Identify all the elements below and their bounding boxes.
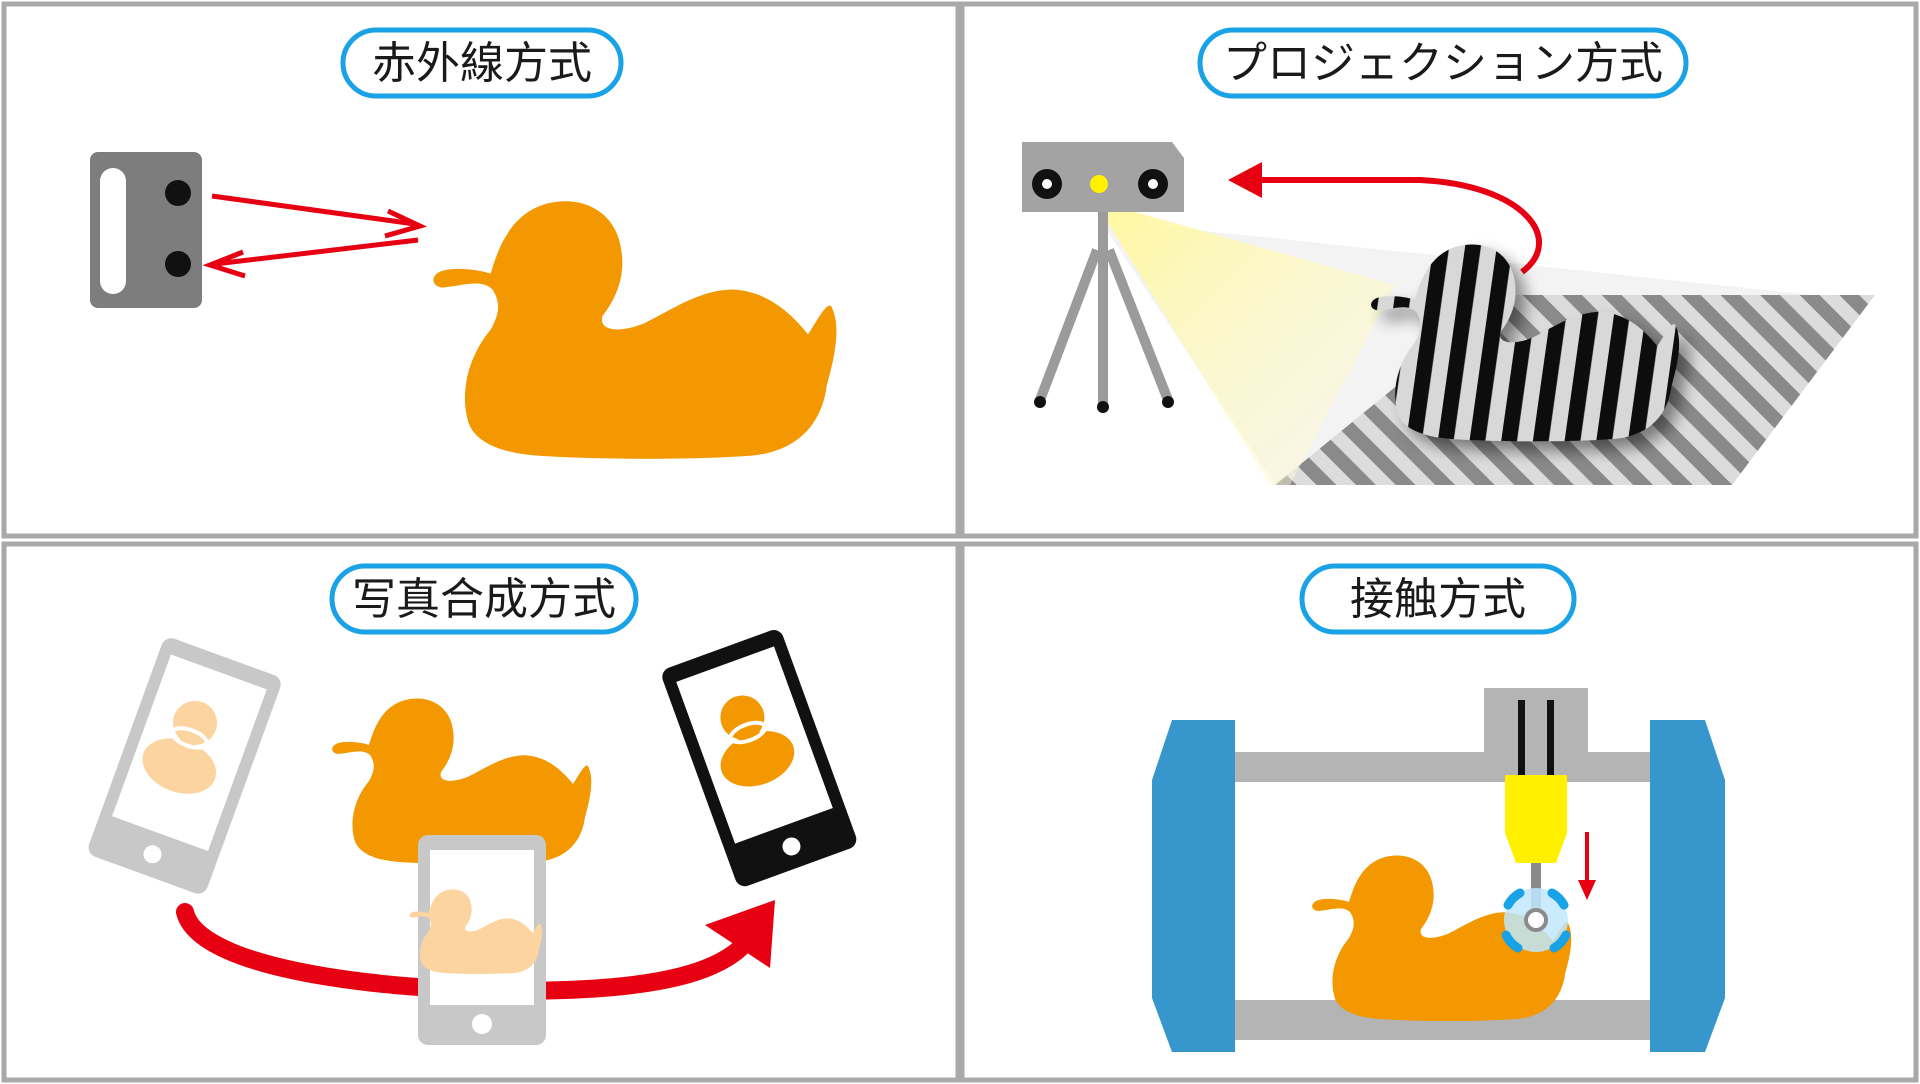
rotation-arrow <box>1248 177 1542 275</box>
duck-ring <box>170 726 209 750</box>
panel-title-contact: 接触方式 <box>1350 574 1526 625</box>
probe-down-arrow-head <box>1578 880 1596 900</box>
machine-upper-rail <box>1225 752 1659 782</box>
cmm-machine <box>1152 688 1725 1052</box>
phone-home-button <box>782 837 801 856</box>
panel-photo: 写真合成方式 <box>88 563 857 1045</box>
phone-home-button <box>143 845 162 864</box>
duck-body-top <box>720 731 795 787</box>
duck-ring <box>728 720 767 745</box>
beam-outgoing-head <box>384 208 428 239</box>
probe-head-housing <box>1484 688 1588 782</box>
contact-wave <box>1503 888 1525 910</box>
panel-title-infrared: 赤外線方式 <box>372 38 592 89</box>
phone-home-button <box>472 1014 492 1034</box>
duck-shape <box>433 201 837 459</box>
phone-left <box>88 638 281 894</box>
scanner-window <box>100 168 126 294</box>
phone-right <box>662 630 857 887</box>
probe-rail-right <box>1547 700 1554 778</box>
scanner-lens-bottom <box>165 251 191 277</box>
panel-infrared: 赤外線方式 <box>90 27 837 459</box>
tripod-foot <box>1097 401 1109 413</box>
beam-return-head <box>202 249 246 279</box>
tripod-leg-left <box>1035 248 1102 402</box>
duck-head-top <box>720 695 765 740</box>
probe-tip <box>1524 908 1548 932</box>
beam-outgoing-arrow <box>211 193 416 227</box>
probe-yellow-block <box>1505 775 1567 833</box>
infrared-scanner <box>90 152 202 308</box>
pill-border <box>1299 563 1577 635</box>
pill-border <box>329 563 639 635</box>
projector-tripod <box>1034 210 1174 413</box>
scanner-lens-top <box>165 180 191 206</box>
tripod-leg-right <box>1104 248 1173 402</box>
phone-center <box>410 835 546 1045</box>
probe-rail-left <box>1518 700 1525 778</box>
rotation-arrow-head <box>1228 162 1262 198</box>
contact-wave <box>1549 930 1571 953</box>
tripod-foot <box>1034 396 1046 408</box>
panel-title-projection: プロジェクション方式 <box>1223 38 1663 89</box>
panel-frame-infrared <box>1 1 961 539</box>
title-pill-infrared: 赤外線方式 <box>340 27 624 99</box>
infrared-beams <box>202 193 428 279</box>
projector-camera-right-glint <box>1148 179 1158 189</box>
title-pill-projection: プロジェクション方式 <box>1197 27 1689 99</box>
duck-body-top <box>142 738 217 794</box>
pill-border <box>1197 27 1689 99</box>
probe-yellow-taper <box>1505 833 1567 863</box>
machine-pillar-right <box>1650 720 1725 1052</box>
beam-return-arrow <box>214 237 419 267</box>
tripod-foot <box>1162 396 1174 408</box>
contact-wave <box>1547 888 1569 910</box>
panel-frame-projection <box>959 1 1919 539</box>
title-pill-contact: 接触方式 <box>1299 563 1577 635</box>
projection-light-cone <box>1100 205 1395 485</box>
duck-top-view <box>720 695 795 787</box>
duck-top-view-light <box>142 700 218 794</box>
contact-wave <box>1501 930 1523 953</box>
panel-frame-contact <box>959 541 1919 1083</box>
title-pill-photo: 写真合成方式 <box>329 563 639 635</box>
machine-pillar-left <box>1152 720 1235 1052</box>
circling-arrow-head <box>705 900 775 968</box>
duck-head-top <box>173 700 218 745</box>
panel-frame-photo <box>1 541 961 1083</box>
pill-border <box>340 27 624 99</box>
projector-unit <box>1022 142 1184 212</box>
probe-contact-signal <box>1501 888 1571 953</box>
projector-camera-left-glint <box>1042 179 1052 189</box>
panel-title-photo: 写真合成方式 <box>352 574 616 625</box>
panel-projection: プロジェクション方式 <box>1022 27 1875 485</box>
panel-contact: 接触方式 <box>1152 563 1725 1052</box>
projector-lamp <box>1090 175 1108 193</box>
